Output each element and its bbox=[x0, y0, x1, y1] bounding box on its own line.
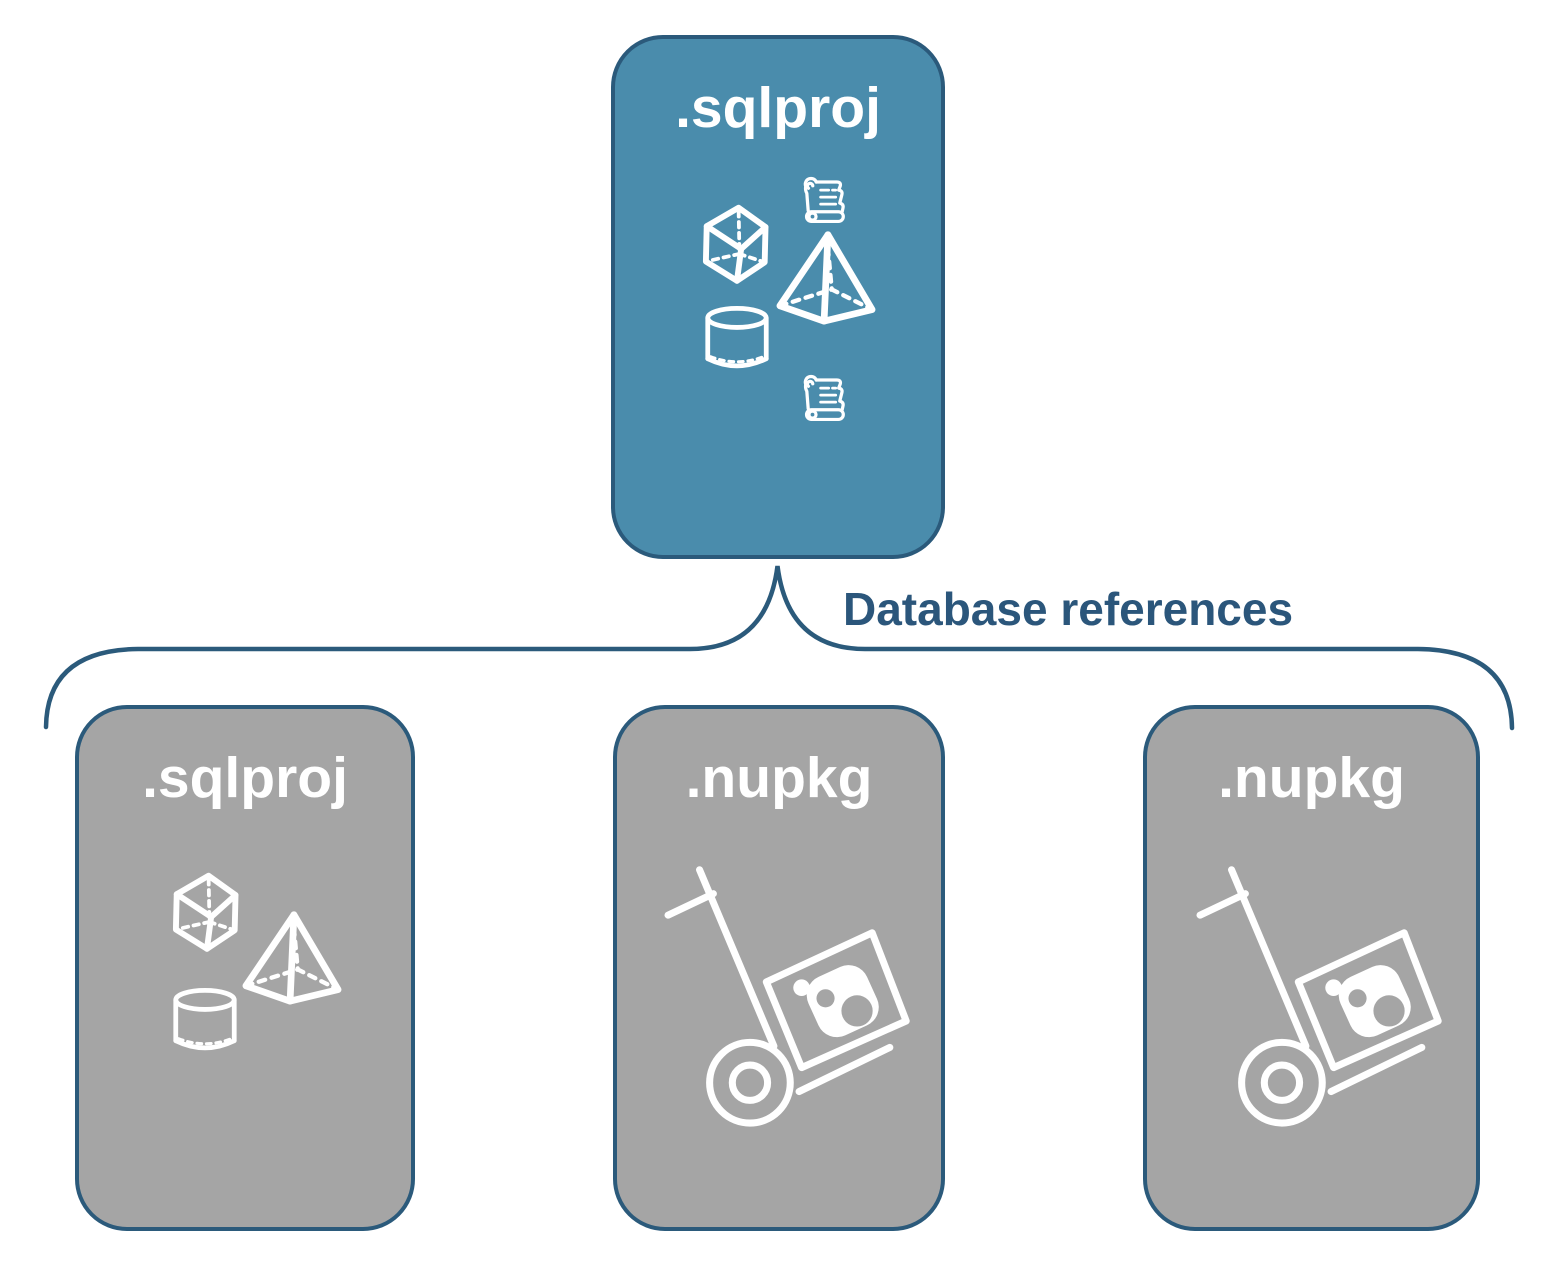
child-card-title: .nupkg bbox=[1218, 746, 1405, 810]
cylinder-icon bbox=[171, 981, 239, 1061]
child-sqlproj-card: .sqlproj bbox=[75, 705, 415, 1231]
child-card-title: .sqlproj bbox=[142, 746, 348, 810]
child-nupkg-card-1: .nupkg bbox=[613, 705, 945, 1231]
child-card-title: .nupkg bbox=[685, 746, 873, 810]
parent-sqlproj-card: .sqlproj bbox=[611, 35, 945, 559]
connector-label: Database references bbox=[843, 583, 1294, 635]
package-dolly-icon bbox=[1195, 857, 1447, 1127]
child-nupkg-card-2: .nupkg bbox=[1143, 705, 1480, 1231]
package-dolly-icon bbox=[663, 857, 915, 1127]
parent-card-title: .sqlproj bbox=[675, 76, 881, 140]
pyramid-icon bbox=[239, 909, 345, 1005]
